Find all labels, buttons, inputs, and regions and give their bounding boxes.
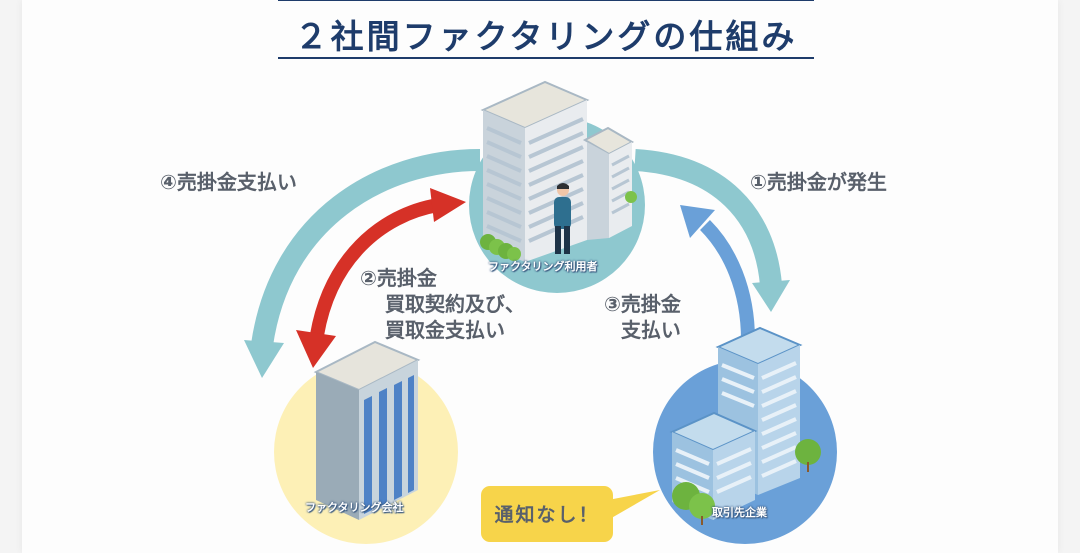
factoring-company-node-label: ファクタリング会社 (305, 501, 404, 514)
step3-line-2: 支払い (620, 318, 681, 342)
factoring-company-building-icon (313, 340, 421, 520)
step3-arrow (680, 205, 755, 341)
user-node-label: ファクタリング利用者 (488, 260, 598, 273)
step1-label: ①売掛金が発生 (750, 170, 887, 194)
no-notification-callout: 通知なし！ (481, 486, 613, 542)
step2-line-2: 買取契約及び、 (385, 292, 525, 316)
step2-label: ②売掛金 買取契約及び、 買取金支払い (360, 265, 525, 343)
step3-label: ③売掛金 支払い (604, 291, 681, 343)
callout-text: 通知なし！ (494, 504, 600, 526)
client-building-icon (669, 326, 821, 525)
step4-label: ④売掛金支払い (160, 170, 297, 194)
step3-line-1: ③売掛金 (604, 292, 681, 316)
step2-line-1: ②売掛金 (360, 266, 437, 290)
title-banner: ２社間ファクタリングの仕組み (278, 0, 814, 59)
step2-arrow (296, 188, 466, 368)
client-node-label: 取引先企業 (712, 506, 767, 519)
step2-line-3: 買取金支払い (385, 318, 505, 342)
callout-tail (608, 490, 660, 520)
person-icon (554, 183, 571, 254)
page-title: ２社間ファクタリングの仕組み (294, 17, 798, 56)
step4-arrow (244, 149, 481, 378)
step1-arrow (634, 149, 790, 312)
